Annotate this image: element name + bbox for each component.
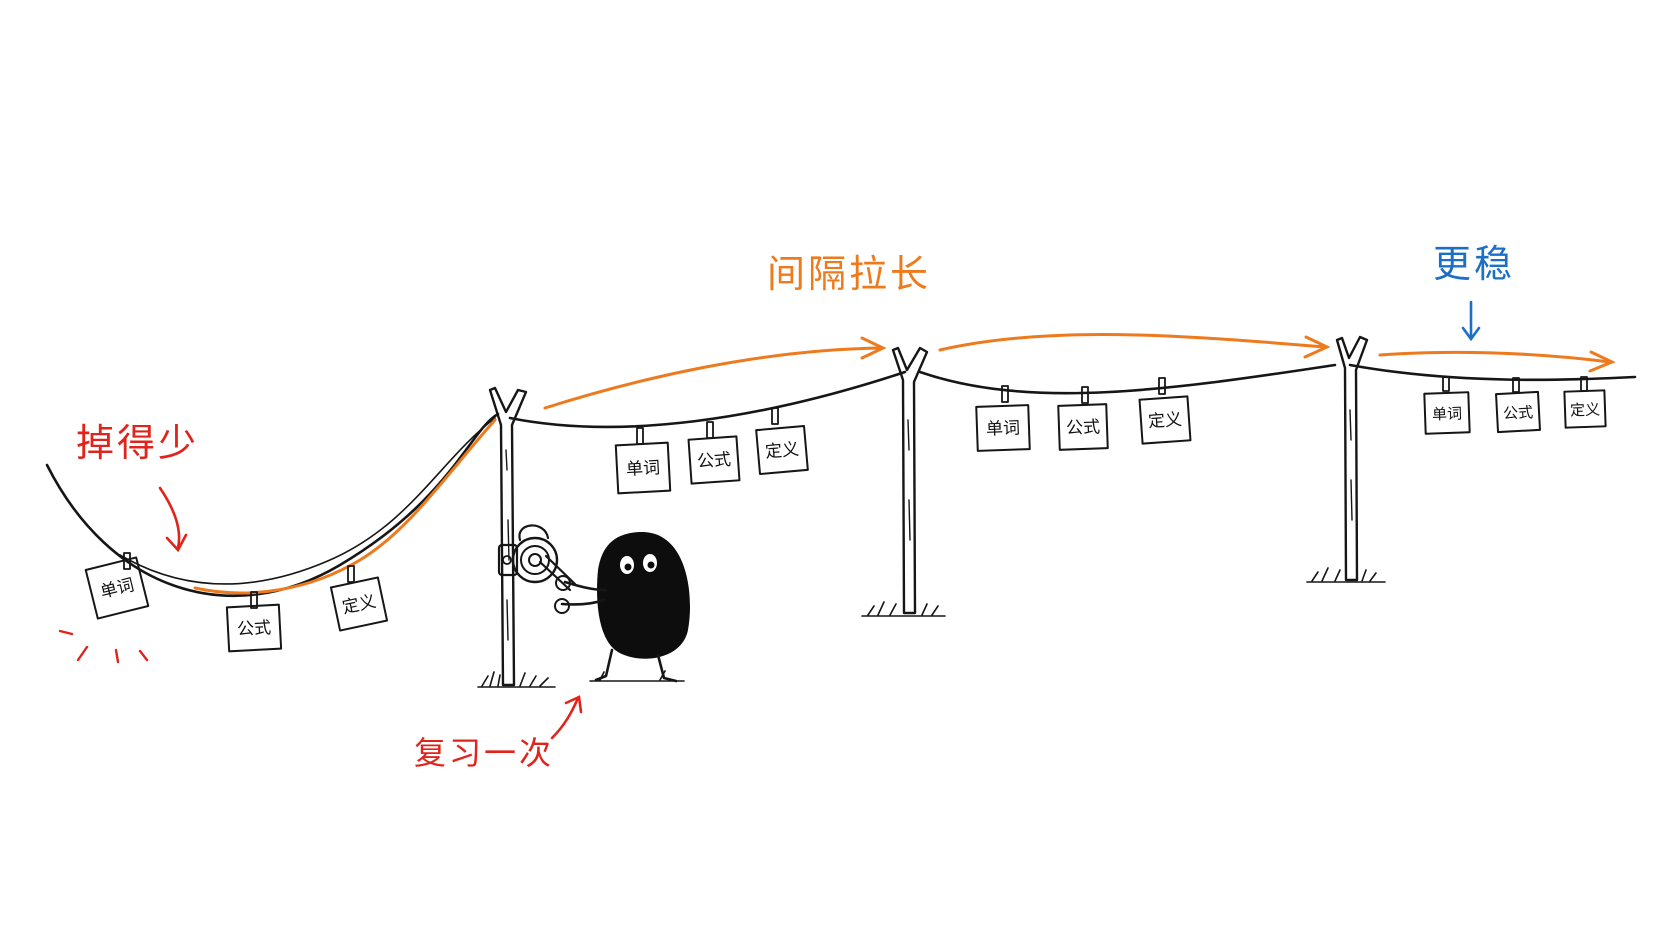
red-arrow-review-once — [550, 695, 583, 740]
clothespin-icon — [1081, 386, 1089, 404]
card-label: 公式 — [237, 618, 272, 640]
card-group-4: 单词 公式 定义 — [1423, 376, 1607, 435]
card-definition-2: 定义 — [755, 424, 809, 476]
card-label: 公式 — [696, 450, 731, 472]
card-definition-3: 定义 — [1138, 395, 1192, 445]
pole-3 — [1335, 335, 1369, 582]
card-formula-1: 公式 — [225, 603, 283, 653]
clothespin-icon — [1580, 376, 1588, 392]
pole-1 — [488, 386, 528, 687]
clothespin-icon — [347, 565, 355, 583]
black-blob-creature-icon — [554, 531, 691, 683]
card-group-1: 单词 公式 定义 — [84, 552, 389, 653]
orange-curve-rope-overlay — [193, 418, 497, 595]
card-label: 公式 — [1066, 417, 1101, 438]
clothespin-icon — [1001, 385, 1009, 403]
card-label: 单词 — [626, 458, 661, 480]
clothespin-icon — [1442, 376, 1450, 392]
card-formula-3: 公式 — [1057, 403, 1109, 451]
card-word-4: 单词 — [1423, 391, 1471, 435]
grass-tuft-icon — [477, 567, 1386, 688]
card-label: 定义 — [341, 592, 378, 619]
clothespin-icon — [771, 407, 779, 425]
clothespin-icon — [250, 591, 258, 609]
card-label: 单词 — [98, 575, 136, 603]
pole-2 — [891, 346, 929, 615]
card-label: 单词 — [986, 418, 1021, 439]
card-label: 单词 — [1432, 404, 1463, 423]
card-word-2: 单词 — [614, 441, 672, 495]
card-formula-4: 公式 — [1495, 390, 1541, 434]
card-group-3: 单词 公式 定义 — [975, 377, 1192, 452]
card-label: 定义 — [1570, 400, 1601, 419]
card-definition-4: 定义 — [1563, 389, 1607, 429]
red-arrow-drop-less — [158, 486, 188, 553]
annotation-review-once: 复习一次 — [414, 734, 554, 772]
card-word-3: 单词 — [975, 404, 1031, 452]
clothespin-icon — [706, 421, 714, 439]
card-label: 定义 — [1147, 410, 1182, 432]
clothesline-rope — [45, 363, 1637, 597]
annotation-more-stable: 更稳 — [1433, 242, 1515, 286]
interval-arrows — [543, 333, 1616, 410]
impact-lines-icon — [58, 629, 149, 664]
clothespin-icon — [123, 552, 131, 570]
card-group-2: 单词 公式 定义 — [614, 407, 809, 495]
card-definition-1: 定义 — [329, 576, 389, 632]
card-word-1: 单词 — [84, 556, 150, 620]
annotation-interval-longer: 间隔拉长 — [767, 252, 931, 296]
card-label: 公式 — [1503, 403, 1534, 423]
clothespin-icon — [636, 427, 644, 445]
rope-winch-icon — [497, 524, 577, 592]
clothespin-icon — [1512, 377, 1520, 393]
card-label: 定义 — [764, 440, 800, 463]
card-formula-2: 公式 — [687, 435, 741, 485]
blue-arrow-more-stable — [1461, 300, 1481, 342]
annotation-drop-less: 掉得少 — [76, 421, 199, 465]
clothespin-icon — [1158, 377, 1166, 395]
